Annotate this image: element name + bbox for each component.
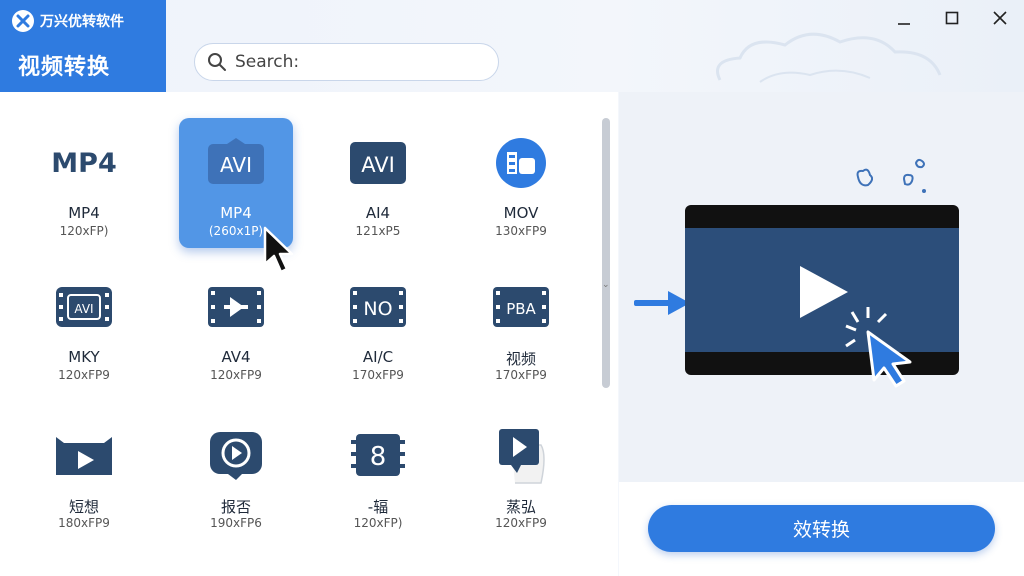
mov-circle-icon — [490, 138, 552, 188]
close-button[interactable] — [980, 4, 1020, 32]
search-icon — [208, 53, 226, 71]
format-tile[interactable]: AVI MKY 120xFP9 — [27, 262, 141, 392]
brand-panel: 万兴优转软件 视频转换 — [0, 0, 166, 92]
svg-text:AVI: AVI — [74, 302, 93, 316]
mouse-cursor-icon — [263, 226, 294, 274]
svg-text:AVI: AVI — [220, 153, 252, 177]
pba-film-icon: PBA — [490, 282, 552, 332]
app-logo-icon — [12, 10, 34, 32]
film-play-icon — [205, 282, 267, 332]
format-tile[interactable]: NO AI/C 170xFP9 — [321, 262, 435, 392]
format-tile[interactable]: AVI AI4 121xP5 — [321, 118, 435, 248]
maximize-icon — [945, 11, 959, 25]
no-film-icon: NO — [347, 282, 409, 332]
app-name: 万兴优转软件 — [40, 14, 124, 30]
arrow-right-icon — [634, 291, 690, 315]
format-tile[interactable]: MP4 MP4 120xFP) — [27, 118, 141, 248]
close-icon — [993, 11, 1007, 25]
scroll-down-icon[interactable]: ⌄ — [602, 280, 610, 290]
minimize-button[interactable] — [884, 4, 924, 32]
format-tile[interactable]: 8 -辐 120xFP) — [321, 410, 435, 540]
format-tile[interactable]: MOV 130xFP9 — [464, 118, 578, 248]
film-8-icon: 8 — [347, 430, 409, 480]
svg-text:PBA: PBA — [506, 300, 536, 318]
format-tile[interactable]: 短想 180xFP9 — [27, 410, 141, 540]
format-tile[interactable]: PBA 视频 170xFP9 — [464, 262, 578, 392]
avi-badge-icon: AVI — [347, 138, 409, 188]
svg-text:AVI: AVI — [361, 153, 395, 177]
title-bar — [0, 0, 1024, 92]
convert-button[interactable]: 效转换 — [648, 505, 995, 552]
search-box[interactable] — [194, 43, 499, 81]
video-player-preview — [685, 205, 959, 375]
svg-text:NO: NO — [363, 298, 392, 320]
minimize-icon — [898, 23, 910, 25]
avi-badge-icon: AVI — [205, 138, 267, 188]
mp4-text-icon: MP4 — [51, 147, 117, 179]
module-title: 视频转换 — [18, 55, 111, 80]
maximize-button[interactable] — [932, 4, 972, 32]
svg-text:8: 8 — [370, 442, 387, 472]
file-play-icon — [490, 429, 552, 484]
click-cursor-icon — [845, 307, 912, 388]
search-input[interactable] — [235, 52, 475, 72]
screen-play-icon — [53, 430, 115, 480]
format-tile[interactable]: 报否 190xFP6 — [179, 410, 293, 540]
circle-play-icon — [205, 430, 267, 480]
sparkle-decor-icon — [856, 158, 926, 193]
format-tile[interactable]: AV4 120xFP9 — [179, 262, 293, 392]
format-tile[interactable]: 蒸弘 120xFP9 — [464, 410, 578, 540]
grid-scrollbar[interactable] — [602, 118, 610, 388]
decorative-cloud-icon — [716, 32, 942, 83]
format-tile-selected[interactable]: AVI MP4 (260x1P) — [179, 118, 293, 248]
avi-film-icon: AVI — [53, 282, 115, 332]
